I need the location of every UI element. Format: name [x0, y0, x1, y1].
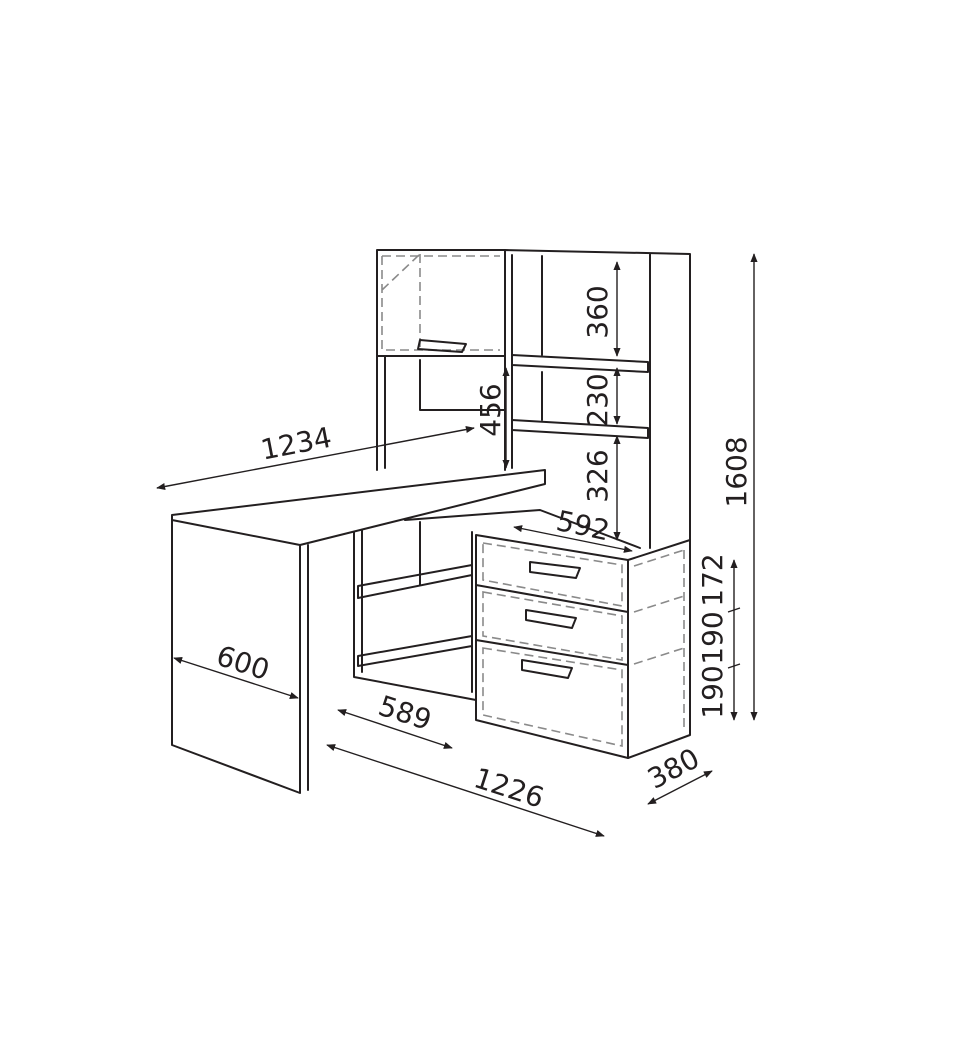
label-shelf-gap: 456 — [474, 383, 507, 436]
drawer-handle-bottom — [521, 659, 573, 679]
dim-line-shelf-width — [513, 525, 633, 553]
label-open-section: 589 — [374, 689, 435, 737]
label-drawer-middle: 190 — [696, 611, 729, 664]
dim-line-base-length — [326, 744, 605, 837]
label-shelf-bottom: 326 — [581, 449, 614, 502]
desk — [171, 469, 546, 794]
label-drawer-bottom: 190 — [696, 665, 729, 718]
label-shelf-middle: 230 — [581, 373, 614, 426]
dim-line-open-section — [337, 709, 453, 749]
drawer-handle-middle — [525, 609, 577, 629]
dim-line-desk-length — [156, 425, 475, 491]
dim-line-base-depth — [647, 770, 713, 805]
label-desk-length: 1234 — [258, 421, 334, 467]
label-drawer-top: 172 — [696, 553, 729, 606]
label-shelf-width: 592 — [553, 504, 612, 547]
label-desk-depth: 600 — [212, 639, 273, 687]
dim-line-desk-depth — [173, 657, 299, 699]
dimension-lines — [156, 253, 758, 837]
shelving-tower — [419, 249, 691, 549]
label-base-length: 1226 — [470, 761, 548, 814]
open-shelf-section — [353, 509, 641, 701]
door-handle — [417, 339, 467, 353]
dimension-labels: 1234 456 360 230 326 592 1608 172 190 19… — [212, 285, 753, 814]
label-total-height: 1608 — [720, 436, 753, 507]
drawer-unit — [475, 534, 691, 759]
drawer-handle-top — [529, 561, 581, 579]
label-shelf-top: 360 — [581, 285, 614, 338]
